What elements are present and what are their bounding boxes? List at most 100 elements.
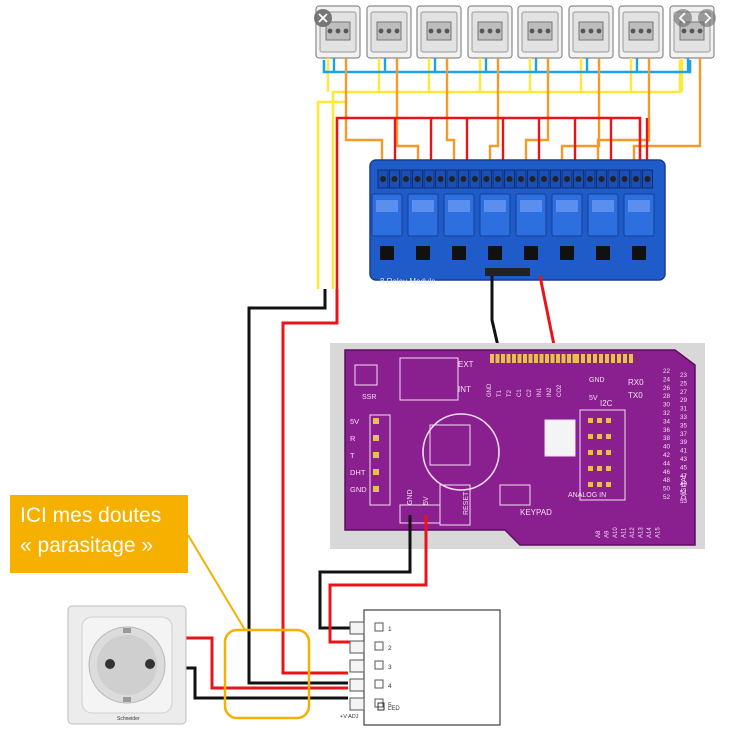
blue-wire-1 bbox=[322, 60, 692, 74]
close-button[interactable] bbox=[314, 9, 332, 27]
shield-label-int: INT bbox=[458, 385, 471, 394]
shield-digital-40: 40 bbox=[663, 444, 671, 451]
shield-left-pin-4: DHT bbox=[350, 468, 366, 477]
next-button[interactable] bbox=[698, 9, 716, 27]
dimmer-module-2 bbox=[366, 5, 412, 59]
shield-digital-25: 25 bbox=[680, 380, 688, 387]
power-module: 1 2 3 4 5 +V ADJ LED bbox=[340, 609, 501, 726]
shield-digital-51: 51 bbox=[680, 490, 688, 497]
shield-digital-36: 36 bbox=[663, 427, 671, 434]
orange-wire-5 bbox=[524, 58, 550, 175]
shield-relay-pin-1: GND bbox=[487, 383, 493, 397]
shield-digital-50: 50 bbox=[663, 486, 671, 493]
shield-label-gnd: GND bbox=[589, 377, 605, 384]
shield-relay-pin-4: C1 bbox=[517, 389, 523, 397]
close-icon bbox=[318, 13, 328, 23]
psu-terminal-4 bbox=[349, 678, 365, 692]
yellow-wire-2 bbox=[316, 100, 345, 289]
shield-label-ext: EXT bbox=[458, 360, 474, 369]
shield-label-i2c: I2C bbox=[600, 399, 613, 408]
shield-label-reset: RESET bbox=[463, 491, 470, 515]
shield-digital-52: 52 bbox=[663, 494, 671, 501]
shield-label-gnd-pin: GND bbox=[407, 489, 414, 505]
relay-chip-4 bbox=[488, 246, 502, 260]
psu-terminal-3 bbox=[349, 659, 365, 673]
annotation-line-2: « parasitage » bbox=[20, 534, 154, 557]
relay-chip-6 bbox=[560, 246, 574, 260]
shield-digital-33: 33 bbox=[680, 414, 688, 421]
shield-label-tx0: TX0 bbox=[628, 391, 643, 400]
orange-wire-7 bbox=[596, 58, 651, 175]
annotation-box: ICI mes doutes « parasitage » bbox=[10, 495, 188, 573]
shield-relay-pin-8: CO2 bbox=[557, 384, 563, 397]
yellow-wire-1 bbox=[331, 60, 682, 289]
dimmer-module-5 bbox=[517, 5, 563, 59]
psu-terminal-1 bbox=[349, 621, 365, 635]
psu-pin-label-3: 3 bbox=[388, 664, 392, 671]
shield-digital-45: 45 bbox=[680, 464, 688, 471]
psu-adj-label: +V ADJ bbox=[340, 714, 359, 720]
shield-digital-42: 42 bbox=[663, 452, 671, 459]
shield-left-pin-1: 5V bbox=[350, 417, 359, 426]
dimmer-module-6 bbox=[568, 5, 614, 59]
shield-digital-41: 41 bbox=[680, 448, 688, 455]
shield-left-pin-3: T bbox=[350, 451, 355, 460]
psu-terminal-2 bbox=[349, 640, 365, 654]
wall-outlet: Schneider bbox=[67, 605, 187, 725]
psu-pin-label-4: 4 bbox=[388, 683, 392, 690]
relay-chip-5 bbox=[524, 246, 538, 260]
orange-wire-3 bbox=[445, 58, 456, 175]
shield-relay-pin-7: IN2 bbox=[547, 387, 553, 397]
shield-digital-43: 43 bbox=[680, 456, 688, 463]
shield-left-pin-5: GND bbox=[350, 485, 367, 494]
shield-digital-38: 38 bbox=[663, 435, 671, 442]
shield-digital-46: 46 bbox=[663, 469, 671, 476]
yellow-drop-wires bbox=[326, 58, 684, 92]
shield-digital-28: 28 bbox=[663, 393, 671, 400]
shield-digital-29: 29 bbox=[680, 397, 688, 404]
shield-digital-24: 24 bbox=[663, 376, 671, 383]
relay-chip-8 bbox=[632, 246, 646, 260]
shield-digital-48: 48 bbox=[663, 477, 671, 484]
shield-digital-30: 30 bbox=[663, 402, 671, 409]
shield-label-rx0: RX0 bbox=[628, 378, 644, 387]
shield-digital-27: 27 bbox=[680, 389, 688, 396]
shield-digital-32: 32 bbox=[663, 410, 671, 417]
blue-drop-wires bbox=[332, 58, 690, 72]
shield-analog-A9: A9 bbox=[605, 530, 611, 538]
shield-analog-A8: A8 bbox=[596, 530, 602, 538]
orange-wire-1 bbox=[344, 58, 384, 175]
psu-led-label: LED bbox=[388, 706, 400, 712]
shield-digital-35: 35 bbox=[680, 422, 688, 429]
relay-chip-7 bbox=[596, 246, 610, 260]
chevron-right-icon bbox=[704, 12, 712, 24]
shield-label-5v: 5V bbox=[589, 395, 598, 402]
psu-pin-label-5: 5 bbox=[388, 702, 392, 709]
psu-pin-label-1: 1 bbox=[388, 626, 392, 633]
orange-wire-8 bbox=[632, 58, 702, 175]
orange-wire-2 bbox=[395, 58, 420, 175]
shield-label-5v-pin: 5V bbox=[423, 496, 430, 505]
shield-label-analog: ANALOG IN bbox=[568, 492, 606, 499]
relay-chip-3 bbox=[452, 246, 466, 260]
relay-board-label: 8 Relay Module bbox=[380, 277, 436, 286]
shield-relay-pin-3: T2 bbox=[507, 389, 513, 397]
shield-label-keypad: KEYPAD bbox=[520, 508, 552, 517]
shield-relay-pin-5: C2 bbox=[527, 389, 533, 397]
shield-digital-31: 31 bbox=[680, 406, 688, 413]
shield-analog-A15: A15 bbox=[656, 527, 662, 538]
psu-pin-label-2: 2 bbox=[388, 645, 392, 652]
orange-wire-4 bbox=[488, 58, 500, 175]
psu-terminal-5 bbox=[349, 697, 365, 711]
prev-button[interactable] bbox=[674, 9, 692, 27]
shield-digital-22: 22 bbox=[663, 368, 671, 375]
shield-analog-A11: A11 bbox=[622, 527, 628, 538]
shield-digital-34: 34 bbox=[663, 418, 671, 425]
black-mains-wire bbox=[247, 289, 348, 685]
shield-digital-23: 23 bbox=[680, 372, 688, 379]
relay-chip-2 bbox=[416, 246, 430, 260]
shield-relay-pin-6: IN1 bbox=[537, 387, 543, 397]
shield-digital-39: 39 bbox=[680, 439, 688, 446]
